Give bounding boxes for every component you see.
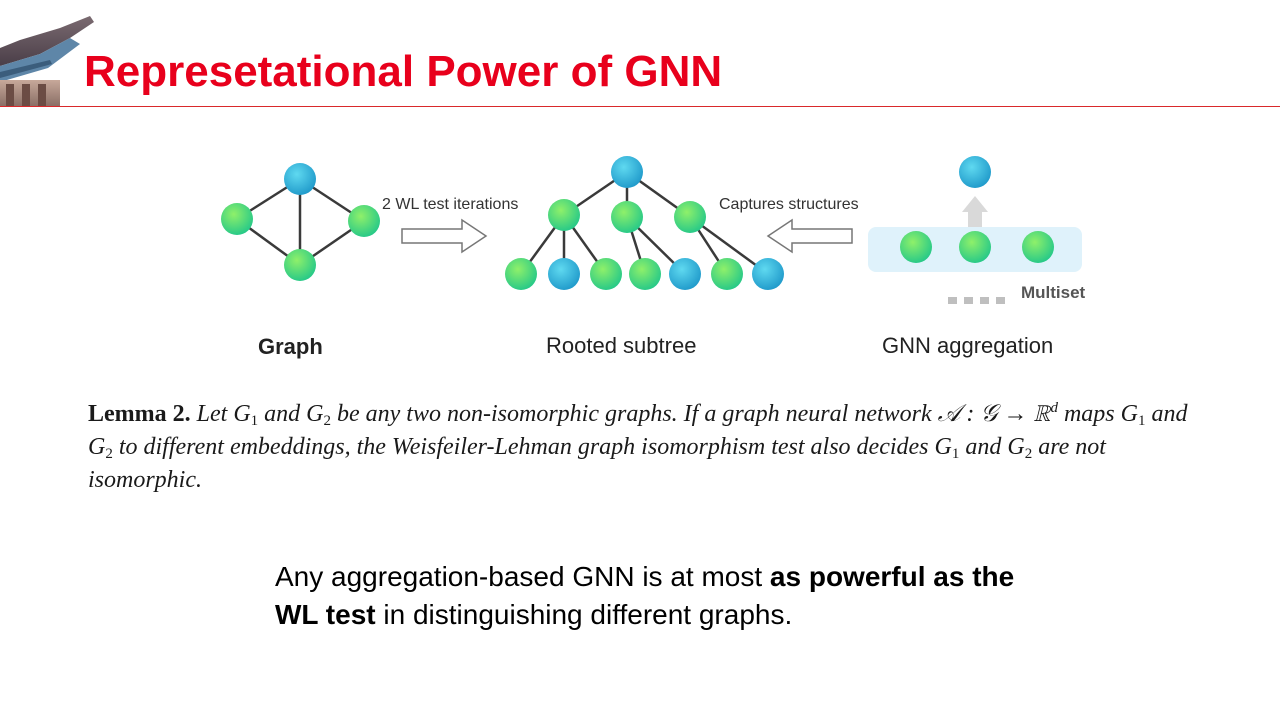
lemma-text: to different embeddings, the Weisfeiler-… — [112, 434, 952, 460]
lemma-sub: 2 — [1024, 446, 1033, 462]
input-graph — [221, 163, 380, 281]
subtree-node — [611, 201, 643, 233]
slide-title: Represetational Power of GNN — [84, 47, 723, 96]
lemma-text: are not isomorphic. — [88, 434, 1106, 493]
subtree-leaf-node — [505, 258, 537, 290]
subtree-node — [674, 201, 706, 233]
multiset-dot — [964, 297, 973, 304]
summary-statement: Any aggregation-based GNN is at most as … — [275, 558, 1055, 634]
graph-node — [221, 203, 253, 235]
subtree-leaf-node — [669, 258, 701, 290]
lemma-text: maps G — [1057, 401, 1138, 427]
summary-emphasis: as powerful as the WL test — [275, 561, 1015, 630]
lemma-text: and G — [258, 401, 324, 427]
caption-gnn-aggregation: GNN aggregation — [882, 333, 1054, 358]
multiset-dot — [996, 297, 1005, 304]
lemma-text: Let G — [196, 401, 251, 427]
lemma-label: Lemma 2. — [88, 401, 191, 427]
lemma-sup: d — [1050, 400, 1058, 416]
multiset-node — [900, 231, 932, 263]
lemma-statement: Let G1 and G2 be any two non-isomorphic … — [88, 400, 1188, 494]
summary-text: Any aggregation-based GNN is at most — [275, 561, 770, 592]
lemma-text: be any two non-isomorphic graphs. If a g… — [331, 401, 1051, 427]
subtree-node — [548, 199, 580, 231]
lemma-sub: 1 — [951, 446, 960, 462]
arrow-left-label: 2 WL test iterations — [382, 196, 518, 213]
lemma-sub: 1 — [250, 413, 259, 429]
subtree-leaf-node — [711, 258, 743, 290]
gnn-aggregation: Multiset — [868, 156, 1086, 304]
subtree-leaf-node — [629, 258, 661, 290]
pagoda-logo-icon — [0, 16, 94, 106]
lemma-sub: 1 — [1137, 413, 1146, 429]
summary-text: in distinguishing different graphs. — [375, 599, 793, 630]
aggregated-node — [959, 156, 991, 188]
lemma-2: Lemma 2. Let G1 and G2 be any two non-is… — [88, 398, 1198, 497]
lemma-sub: 2 — [105, 446, 113, 462]
arrow-right-label: Captures structures — [719, 196, 859, 213]
graph-node — [348, 205, 380, 237]
rooted-subtree — [505, 156, 784, 290]
multiset-label: Multiset — [1021, 283, 1086, 302]
lemma-sub: 2 — [323, 413, 332, 429]
lemma-text: and G — [88, 401, 1188, 460]
subtree-leaf-node — [548, 258, 580, 290]
multiset-node — [959, 231, 991, 263]
graph-node — [284, 163, 316, 195]
arrow-right-icon — [401, 218, 488, 254]
wl-diagram: 2 WL test iterations Captures structures — [221, 156, 1086, 304]
caption-graph: Graph — [258, 334, 323, 359]
subtree-leaf-node — [590, 258, 622, 290]
arrow-left-icon — [766, 218, 853, 254]
title-divider — [0, 106, 1280, 107]
subtree-root-node — [611, 156, 643, 188]
subtree-leaf-node — [752, 258, 784, 290]
multiset-node — [1022, 231, 1054, 263]
multiset-dot — [980, 297, 989, 304]
caption-rooted-subtree: Rooted subtree — [546, 333, 697, 358]
up-arrow-icon — [962, 196, 988, 227]
multiset-dot — [948, 297, 957, 304]
graph-node — [284, 249, 316, 281]
lemma-text: and G — [959, 434, 1025, 460]
